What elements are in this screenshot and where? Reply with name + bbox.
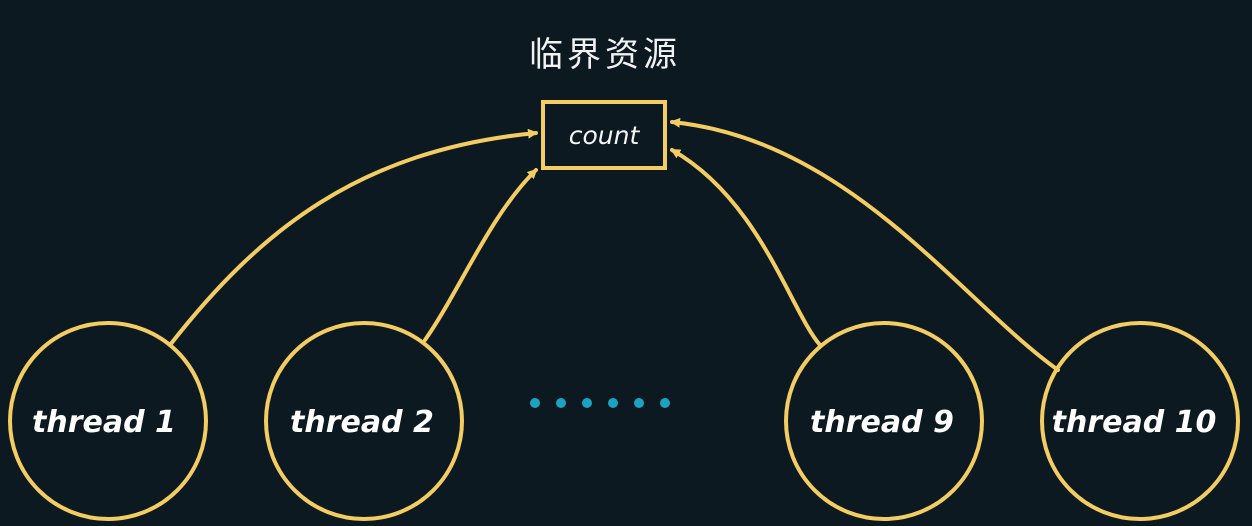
thread-circle xyxy=(264,321,464,521)
edges xyxy=(168,117,1060,372)
ellipsis-dot xyxy=(530,398,540,408)
thread-node-10: thread 10 xyxy=(1040,321,1240,521)
thread-circle xyxy=(1040,321,1240,521)
ellipsis-dot xyxy=(556,398,566,408)
thread-circle xyxy=(8,321,208,521)
ellipsis-dot xyxy=(582,398,592,408)
thread-label: thread 10 xyxy=(1052,405,1217,440)
edge-thread-9-to-count xyxy=(670,148,822,347)
thread-label: thread 2 xyxy=(290,405,434,440)
ellipsis-dot xyxy=(660,398,670,408)
thread-label: thread 9 xyxy=(810,405,954,440)
ellipsis-dot xyxy=(608,398,618,408)
resource-box xyxy=(541,100,667,170)
thread-node-9: thread 9 xyxy=(784,321,984,521)
ellipsis-dots xyxy=(530,398,670,408)
ellipsis-dot xyxy=(634,398,644,408)
edge-thread-1-to-count xyxy=(168,128,538,347)
thread-node-2: thread 2 xyxy=(264,321,464,521)
resource-node: count xyxy=(541,100,667,170)
thread-label: thread 1 xyxy=(32,405,176,440)
edge-thread-2-to-count xyxy=(423,168,538,342)
thread-circle xyxy=(784,321,984,521)
diagram-title: 临界资源 xyxy=(529,35,681,75)
thread-node-1: thread 1 xyxy=(8,321,208,521)
resource-label: count xyxy=(569,121,641,150)
edge-thread-10-to-count xyxy=(670,117,1060,372)
